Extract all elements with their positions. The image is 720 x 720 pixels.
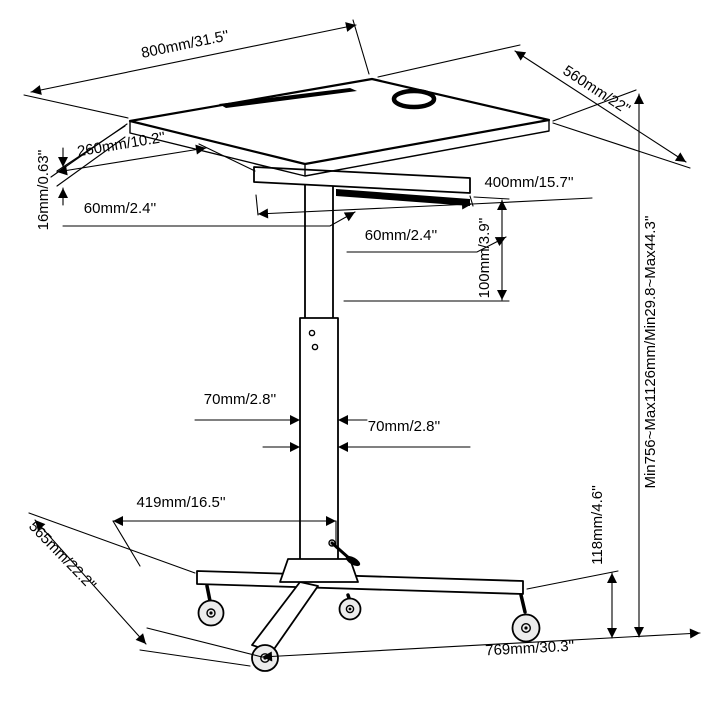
dim-label-260: 260mm/10.2'' [76,129,167,160]
column-upper-tube [304,183,334,321]
extension-line [473,196,510,200]
lift-column [299,183,339,573]
caster-rear-left [197,584,225,627]
base-hub-plate [279,558,359,583]
dim-60-b: 60mm/2.4'' [346,227,507,253]
extension-line [552,122,691,169]
extension-line [526,570,619,590]
dim-label-70-b: 70mm/2.8'' [368,418,441,435]
dim-118: 118mm/4.6'' [526,485,619,639]
caster-hub-ring [206,608,216,618]
dim-label-118: 118mm/4.6'' [589,485,606,565]
leader-line [62,211,356,227]
caster-front-left [251,644,279,672]
extension-line [552,89,637,122]
dim-label-60-b: 60mm/2.4'' [365,227,438,244]
frame-shelf [253,166,471,194]
dimension-line [514,50,687,163]
extension-line [255,194,259,216]
caster-stem [519,593,527,614]
dimension-line [257,199,473,219]
dim-100: 100mm/3.9'' [343,196,510,302]
dimension-line [261,628,701,662]
base-bar-horizontal [196,570,524,595]
dimension-line [30,22,357,95]
caster-stem [205,584,212,603]
floor-extension-line [146,627,263,658]
dim-label-70-a: 70mm/2.8'' [204,391,277,408]
dim-400: 400mm/15.7'' [255,174,593,219]
dim-label-800: 800mm/31.5'' [140,27,231,62]
dim-70-b: 70mm/2.8'' [262,418,471,452]
caster-axle [524,626,528,630]
dim-label-400: 400mm/15.7'' [484,174,573,191]
base-leg-front-left [251,581,319,653]
column-hole [311,343,319,351]
desk-top [128,77,551,177]
column-lower-tube [299,317,339,573]
under-frame [253,166,471,206]
extension-line [377,44,521,78]
extension-line [139,649,251,667]
dim-label-60-a: 60mm/2.4'' [84,200,157,217]
dim-label-height-range: Min756~Max1126mm/Min29.8~Max44.3'' [642,215,659,488]
leader-line [346,236,507,253]
caster-axle [209,611,213,615]
pedal-pad [345,555,361,567]
extension-line [112,520,141,567]
caster-axle [348,607,352,611]
dim-565: 565mm/22.2'' [25,512,251,667]
leader-line [471,197,593,205]
foot-pedal [328,539,361,567]
dim-label-560: 560mm/22'' [560,62,634,118]
dim-70-a: 70mm/2.8'' [194,391,368,425]
caster-right [511,593,541,643]
desk-unit [128,77,551,672]
caster-hub-ring [345,604,355,614]
extension-line [56,136,126,187]
dim-height-range: Min756~Max1126mm/Min29.8~Max44.3'' [552,89,659,638]
extension-line [352,19,370,75]
dim-label-769: 769mm/30.3'' [485,638,575,660]
extension-line [23,94,129,119]
dim-60-a: 60mm/2.4'' [62,200,356,227]
dim-label-419: 419mm/16.5'' [136,494,225,511]
caster-center [338,593,362,621]
column-hole [308,329,316,337]
extension-line [198,143,256,172]
dim-label-100: 100mm/3.9'' [476,217,493,298]
dimension-line [34,519,147,645]
extension-line [56,125,126,172]
cup-holder [391,88,437,110]
dim-769: 769mm/30.3'' [146,627,701,662]
dim-label-16: 16mm/0.63'' [35,149,52,230]
pedal-pivot [328,539,336,547]
dim-label-565: 565mm/22.2'' [25,518,99,594]
dim-16: 16mm/0.63'' [35,125,126,230]
